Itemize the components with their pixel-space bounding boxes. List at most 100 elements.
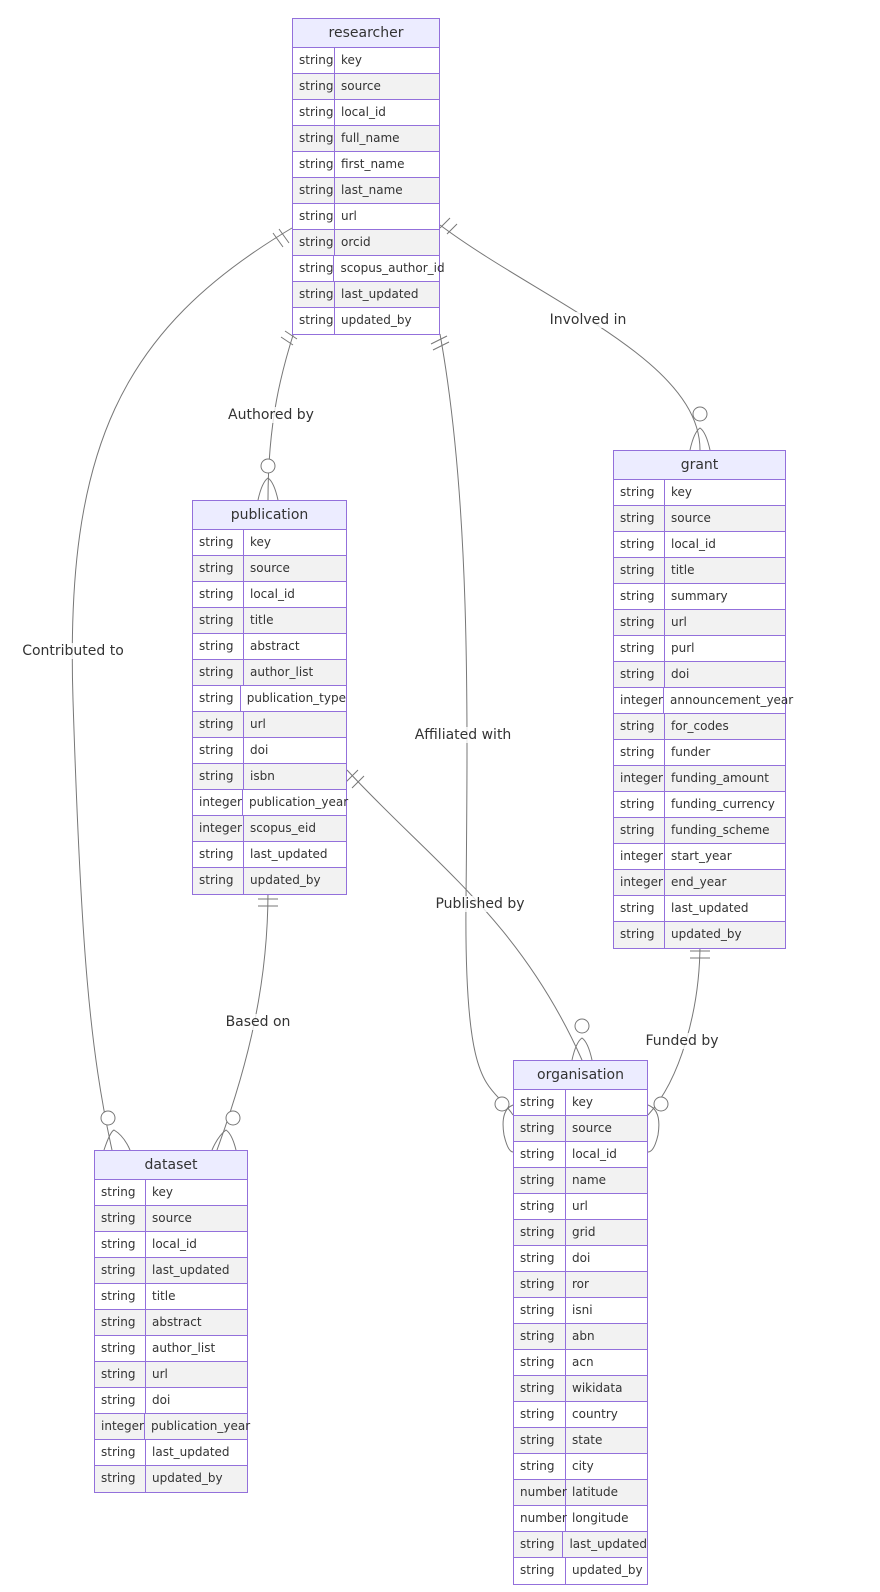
attribute-name: funding_scheme <box>671 823 770 837</box>
attribute-name: local_id <box>671 537 716 551</box>
attribute-type: string <box>514 1532 564 1557</box>
attribute-name: doi <box>152 1393 171 1407</box>
attribute-name: funding_currency <box>671 797 775 811</box>
attribute-type: integer <box>193 790 243 815</box>
attribute-name: local_id <box>250 587 295 601</box>
marker-funded-by-zero <box>653 1096 669 1112</box>
marker-contributed-to-one <box>272 228 290 248</box>
attribute-type: string <box>514 1116 566 1141</box>
entity-title: publication <box>193 501 346 530</box>
attribute-type: integer <box>614 688 664 713</box>
attribute-row: string abstract <box>95 1310 247 1336</box>
attribute-type: string <box>95 1232 146 1257</box>
attribute-name: doi <box>250 743 269 757</box>
attribute-type: string <box>514 1142 566 1167</box>
label-authored-by: Authored by <box>226 407 316 423</box>
attribute-type: string <box>193 712 244 737</box>
attribute-type: string <box>614 740 665 765</box>
attribute-row: string abstract <box>193 634 346 660</box>
attribute-name: purl <box>671 641 695 655</box>
label-involved-in: Involved in <box>547 312 629 328</box>
attribute-row: string doi <box>95 1388 247 1414</box>
attribute-row: string last_updated <box>95 1258 247 1284</box>
attribute-type: string <box>193 842 244 867</box>
marker-affiliated-with-many <box>502 1104 514 1153</box>
attribute-name: updated_by <box>671 927 742 941</box>
attribute-name: last_updated <box>152 1263 230 1277</box>
attribute-name: summary <box>671 589 728 603</box>
attribute-type: string <box>514 1220 566 1245</box>
marker-based-on-zero <box>225 1110 241 1126</box>
attribute-name: last_updated <box>569 1537 647 1551</box>
attribute-name: end_year <box>671 875 727 889</box>
label-contributed-to: Contributed to <box>20 643 126 659</box>
attribute-type: string <box>193 634 244 659</box>
attribute-name: abstract <box>152 1315 202 1329</box>
attribute-type: string <box>193 868 244 894</box>
attribute-type: string <box>95 1388 146 1413</box>
attribute-type: string <box>193 738 244 763</box>
attribute-type: string <box>514 1402 566 1427</box>
marker-based-on-many <box>211 1129 237 1151</box>
attribute-name: first_name <box>341 157 405 171</box>
attribute-name: full_name <box>341 131 400 145</box>
attribute-type: integer <box>95 1414 145 1439</box>
attribute-type: string <box>614 792 665 817</box>
attribute-type: string <box>95 1310 146 1335</box>
attribute-type: string <box>193 556 244 581</box>
marker-involved-in-zero <box>692 406 708 422</box>
attribute-name: publication_year <box>248 795 349 809</box>
attribute-name: for_codes <box>671 719 729 733</box>
attribute-type: integer <box>614 766 665 791</box>
attribute-name: city <box>572 1459 594 1473</box>
attribute-name: abstract <box>250 639 300 653</box>
attribute-name: source <box>671 511 711 525</box>
attribute-type: string <box>514 1454 566 1479</box>
marker-contributed-to-zero <box>100 1110 116 1126</box>
edge-funded-by <box>647 942 701 1116</box>
attribute-name: url <box>250 717 266 731</box>
attribute-name: orcid <box>341 235 371 249</box>
attribute-type: string <box>193 608 244 633</box>
marker-based-on-one <box>258 898 278 907</box>
attribute-type: string <box>293 178 335 203</box>
label-affiliated-with: Affiliated with <box>412 727 514 743</box>
attribute-name: key <box>250 535 272 549</box>
attribute-type: string <box>95 1258 146 1283</box>
attribute-row: string funding_currency <box>614 792 785 818</box>
attribute-row: string last_updated <box>514 1532 647 1558</box>
attribute-name: last_updated <box>152 1445 230 1459</box>
attribute-name: source <box>572 1121 612 1135</box>
attribute-name: longitude <box>572 1511 629 1525</box>
attribute-type: string <box>514 1350 566 1375</box>
attribute-name: updated_by <box>250 873 321 887</box>
attribute-type: string <box>293 48 335 73</box>
attribute-name: url <box>572 1199 588 1213</box>
